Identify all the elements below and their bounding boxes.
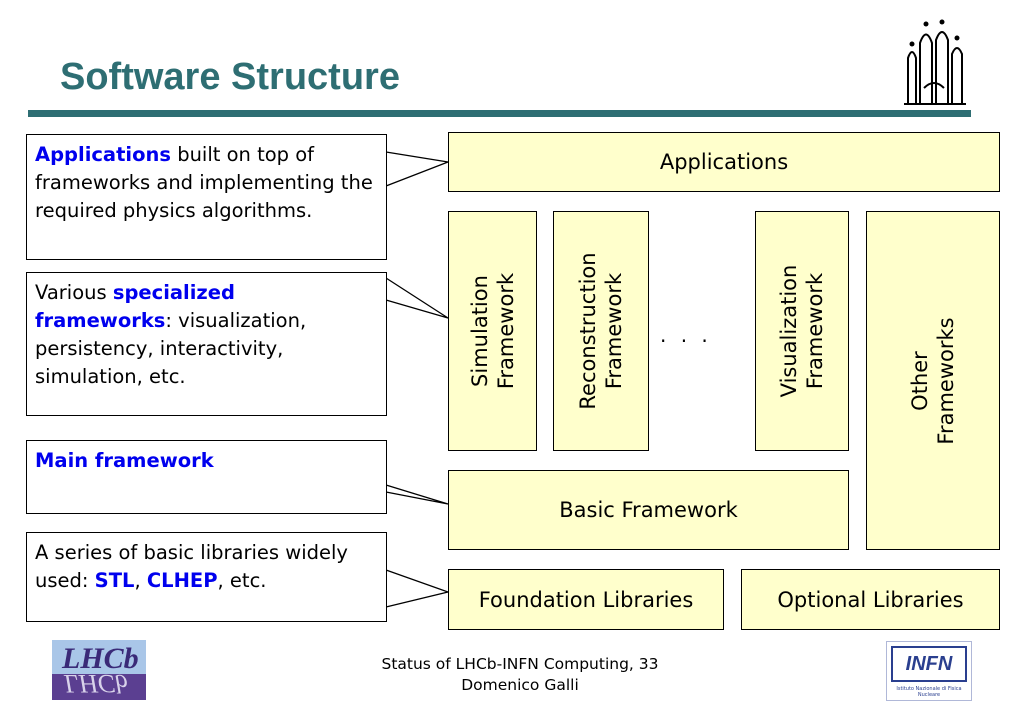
libraries-prefix: A series of basic libraries widely used: <box>35 541 348 592</box>
specialized-description: : visualization, persistency, interactiv… <box>35 309 307 388</box>
callout-applications: Applications built on top of frameworks … <box>26 134 387 260</box>
cathedral-logo-icon <box>904 19 966 105</box>
lhcb-logo-text: LHCb <box>62 642 139 675</box>
box-foundation-libraries: Foundation Libraries <box>448 569 724 630</box>
box-basic-framework: Basic Framework <box>448 470 849 550</box>
main-framework-highlight: Main framework <box>35 449 214 472</box>
optional-libraries-label: Optional Libraries <box>777 587 964 612</box>
lhcb-logo-reflection: LHCb <box>64 669 128 698</box>
clhep-highlight: CLHEP <box>146 569 218 592</box>
box-applications-label: Applications <box>659 150 789 174</box>
stl-highlight: STL <box>94 569 135 592</box>
connector-main <box>385 484 449 505</box>
title-underline <box>28 110 971 117</box>
footer-line-1: Status of LHCb-INFN Computing, 33 <box>381 655 659 673</box>
footer-line-2: Domenico Galli <box>461 676 579 694</box>
applications-highlight: Applications <box>35 143 171 166</box>
specialized-highlight: specialized frameworks <box>35 281 235 332</box>
infn-logo-subtitle: Istituto Nazionale di Fisica Nucleare <box>896 686 962 698</box>
slide-footer: Status of LHCb-INFN Computing, 33 Domeni… <box>340 654 700 696</box>
specialized-prefix: Various <box>35 281 113 304</box>
slide-title: Software Structure <box>60 56 400 98</box>
connector-specialized <box>385 277 449 319</box>
libraries-suffix: , etc. <box>217 569 267 592</box>
more-frameworks-ellipsis: . . . <box>660 323 712 347</box>
foundation-libraries-label: Foundation Libraries <box>478 587 694 612</box>
infn-logo-text: INFN <box>891 646 967 682</box>
callout-main-framework: Main framework <box>26 440 387 514</box>
basic-framework-label: Basic Framework <box>559 498 738 522</box>
applications-description: built on top of frameworks and implement… <box>35 143 373 222</box>
box-optional-libraries: Optional Libraries <box>741 569 1000 630</box>
connector-applications <box>385 151 451 187</box>
callout-basic-libraries: A series of basic libraries widely used:… <box>26 532 387 622</box>
infn-logo: INFN Istituto Nazionale di Fisica Nuclea… <box>886 641 972 701</box>
connector-libraries <box>385 569 451 608</box>
box-applications: Applications <box>448 132 1000 192</box>
lhcb-logo: LHCb LHCb <box>52 640 146 700</box>
libraries-separator: , <box>134 569 147 592</box>
callout-specialized-frameworks: Various specialized frameworks: visualiz… <box>26 272 387 416</box>
